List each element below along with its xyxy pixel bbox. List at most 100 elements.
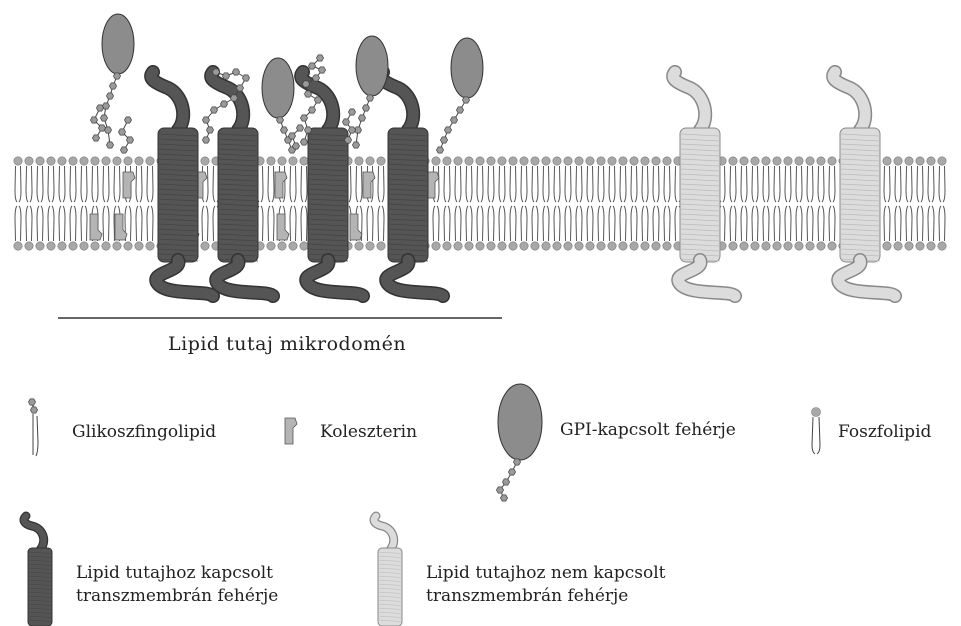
lipid-tail	[59, 206, 65, 241]
lipid-head	[146, 157, 154, 165]
lipid-head	[443, 242, 451, 250]
phospholipid-lower	[465, 206, 473, 250]
phospholipid-lower	[476, 206, 484, 250]
cholesterol-body	[90, 214, 102, 240]
phospholipid-lower	[25, 206, 33, 250]
phospholipid-lower	[542, 206, 550, 250]
phospholipid-lower	[784, 206, 792, 250]
lipid-head	[608, 242, 616, 250]
lipid-tail	[598, 166, 604, 202]
lipid-head	[102, 242, 110, 250]
lipid-head	[25, 242, 33, 250]
phospholipid-upper	[564, 157, 572, 202]
lipid-head	[553, 242, 561, 250]
lipid-tail	[103, 166, 109, 202]
lipid-head	[278, 242, 286, 250]
lipid-head	[938, 157, 946, 165]
lipid-tail	[730, 166, 736, 202]
lipid-tail	[356, 166, 362, 202]
cholesterol-molecule	[350, 214, 362, 240]
cholesterol-molecule	[427, 172, 439, 198]
lipid-head	[740, 157, 748, 165]
lipid-head	[146, 242, 154, 250]
gpi-protein-3	[352, 36, 388, 148]
phospholipid-lower	[454, 206, 462, 250]
phospholipid-upper	[542, 157, 550, 202]
lipid-tail	[114, 166, 120, 202]
lipid-head	[289, 242, 297, 250]
sugar-unit	[440, 137, 447, 143]
sugar-unit	[318, 67, 325, 73]
lipid-head	[575, 157, 583, 165]
phospholipid-upper	[14, 157, 22, 202]
lipid-head	[828, 242, 836, 250]
lipid-tail	[499, 166, 505, 202]
raft-label: Lipid tutaj mikrodomén	[168, 333, 406, 355]
lipid-head	[443, 157, 451, 165]
gpi-anchor-chain	[436, 97, 469, 153]
sugar-unit	[206, 127, 213, 133]
phospholipid-upper	[927, 157, 935, 202]
lipid-head	[531, 157, 539, 165]
phospholipid-lower	[806, 206, 814, 250]
phospholipid-lower	[828, 206, 836, 250]
cholesterol-group	[90, 172, 439, 240]
phospholipid-upper	[916, 157, 924, 202]
cholesterol-body	[350, 214, 362, 240]
phospholipid-upper	[938, 157, 946, 202]
phospholipid-lower	[883, 206, 891, 250]
lipid-tail	[631, 206, 637, 241]
lipid-tail	[48, 166, 54, 202]
phospholipid-lower	[124, 206, 132, 250]
sugar-unit	[212, 69, 219, 75]
lipid-tail	[576, 166, 582, 202]
phospholipid-upper	[817, 157, 825, 202]
sugar-unit	[348, 109, 355, 115]
lipid-head	[476, 157, 484, 165]
protein-icon-helix	[378, 548, 402, 626]
lipid-tail	[136, 206, 142, 241]
lipid-tail	[928, 166, 934, 202]
lipid-head	[91, 242, 99, 250]
phospholipid-lower	[894, 206, 902, 250]
phospholipid-lower	[135, 206, 143, 250]
lipid-head	[762, 157, 770, 165]
lipid-head	[69, 157, 77, 165]
phospholipid-lower	[916, 206, 924, 250]
lipid-head	[58, 157, 66, 165]
sugar-unit	[202, 117, 209, 123]
lipid-tail	[642, 166, 648, 202]
phospholipid-upper	[146, 157, 154, 202]
sugar-unit	[450, 117, 457, 123]
phospholipid-upper	[751, 157, 759, 202]
sugar-unit	[106, 142, 113, 148]
lipid-tail	[290, 206, 296, 241]
lipid-tail	[268, 166, 274, 202]
sugar-unit	[90, 117, 97, 123]
gpi-anchor-chain	[352, 95, 373, 148]
lipid-tail	[664, 206, 670, 241]
lipid-head	[465, 242, 473, 250]
lipid-head	[498, 157, 506, 165]
lipid-head	[597, 242, 605, 250]
lipid-tail	[147, 166, 153, 202]
phospholipid-upper	[663, 157, 671, 202]
lipid-head	[278, 157, 286, 165]
lipid-head	[586, 157, 594, 165]
lipid-head	[80, 157, 88, 165]
phospholipid-upper	[58, 157, 66, 202]
legend-label-nonraft-tm-protein-2: transzmembrán fehérje	[426, 585, 628, 607]
sugar-unit	[242, 75, 249, 81]
lipid-head	[619, 157, 627, 165]
lipid-tail	[620, 166, 626, 202]
phospholipid-lower	[762, 206, 770, 250]
lipid-head	[652, 242, 660, 250]
phospholipid-lower	[47, 206, 55, 250]
lipid-tail	[917, 206, 923, 241]
gpi-protein-4	[436, 38, 483, 153]
gpi-protein-body	[262, 58, 294, 118]
glycosphingolipid-glycan	[118, 117, 133, 153]
lipid-head	[630, 157, 638, 165]
lipid-head	[916, 157, 924, 165]
lipid-tail	[37, 206, 43, 241]
